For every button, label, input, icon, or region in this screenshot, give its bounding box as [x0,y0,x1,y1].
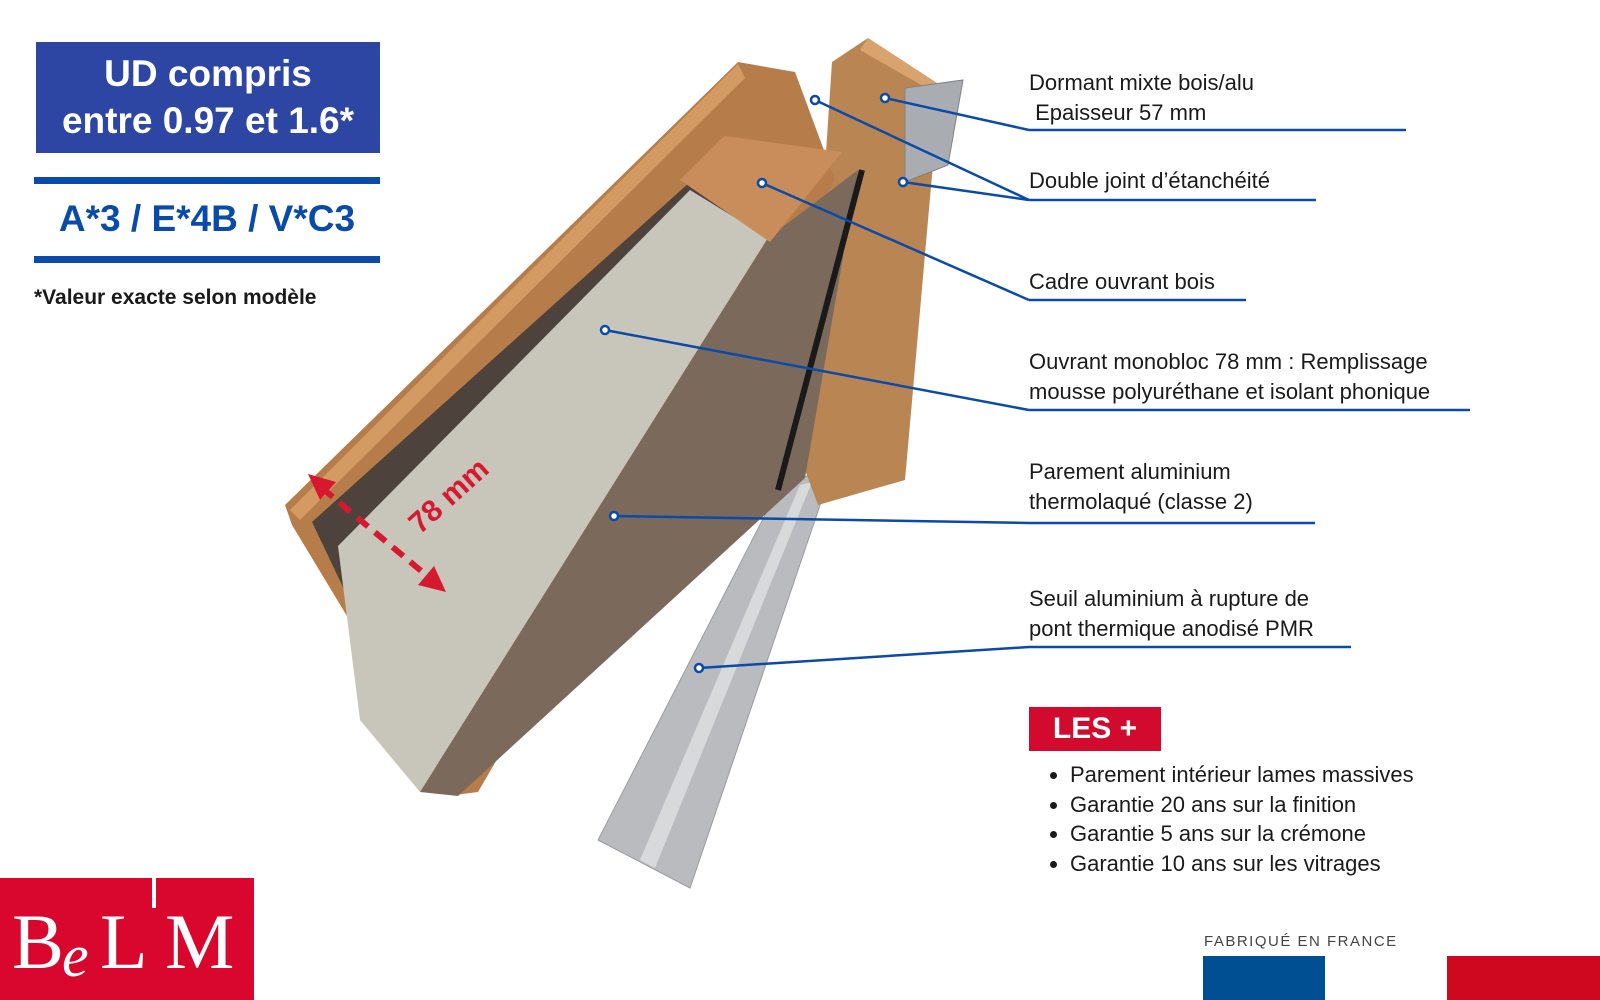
list-item: Garantie 10 ans sur les vitrages [1070,849,1414,879]
callout-double-joint: Double joint d’étanchéité [1029,168,1270,193]
svg-text:e: e [62,923,89,989]
callout-text: pont thermique anodisé PMR [1029,616,1314,641]
callout-text: Parement aluminium [1029,459,1231,484]
flag-red-stripe [1447,956,1600,1000]
callout-text: Dormant mixte bois/alu [1029,70,1254,95]
list-item: Garantie 20 ans sur la finition [1070,790,1414,820]
leader-lines [599,92,1470,674]
wood-block [680,136,842,242]
footnote: *Valeur exacte selon modèle [34,286,317,309]
callout-cadre-ouvrant: Cadre ouvrant bois [1029,269,1215,294]
callout-dormant: Dormant mixte bois/alu Epaisseur 57 mm [1029,68,1254,128]
aev-ratings: A*3 / E*4B / V*C3 [58,198,356,239]
dimension-arrow [308,474,446,592]
callout-text: mousse polyuréthane et isolant phonique [1029,379,1431,404]
aluminium-facing [420,170,858,796]
svg-text:M: M [165,898,234,985]
list-item: Parement intérieur lames massives [1070,760,1414,790]
callout-parement: Parement aluminium thermolaqué (classe 2… [1029,457,1253,517]
callout-text: Seuil aluminium à rupture de [1029,586,1310,611]
ud-line-1: UD compris [104,53,312,94]
callout-text: thermolaqué (classe 2) [1029,489,1253,514]
svg-text:B: B [12,898,64,985]
aluminium-profile [904,79,964,183]
divider-top [34,177,380,184]
callout-text: Ouvrant monobloc 78 mm : Remplissage [1029,349,1428,374]
callout-text: Epaisseur 57 mm [1029,100,1207,125]
ud-line-2: entre 0.97 et 1.6* [61,100,355,141]
made-in-france-label: FABRIQUÉ EN FRANCE [1204,933,1398,950]
flag-blue-stripe [1203,956,1325,1000]
advantages-list: Parement intérieur lames massives Garant… [1046,760,1414,878]
advantages-badge: LES + [1029,707,1161,751]
callout-ouvrant-monobloc: Ouvrant monobloc 78 mm : Remplissage mou… [1029,347,1430,407]
gasket [775,169,865,491]
ud-value-box: UD compris entre 0.97 et 1.6* [36,42,380,153]
list-item: Garantie 5 ans sur la crémone [1070,819,1414,849]
divider-bottom [34,256,380,263]
svg-text:L: L [100,898,148,985]
callout-seuil: Seuil aluminium à rupture de pont thermi… [1029,584,1314,644]
belm-logo: B e L M [0,878,254,1000]
